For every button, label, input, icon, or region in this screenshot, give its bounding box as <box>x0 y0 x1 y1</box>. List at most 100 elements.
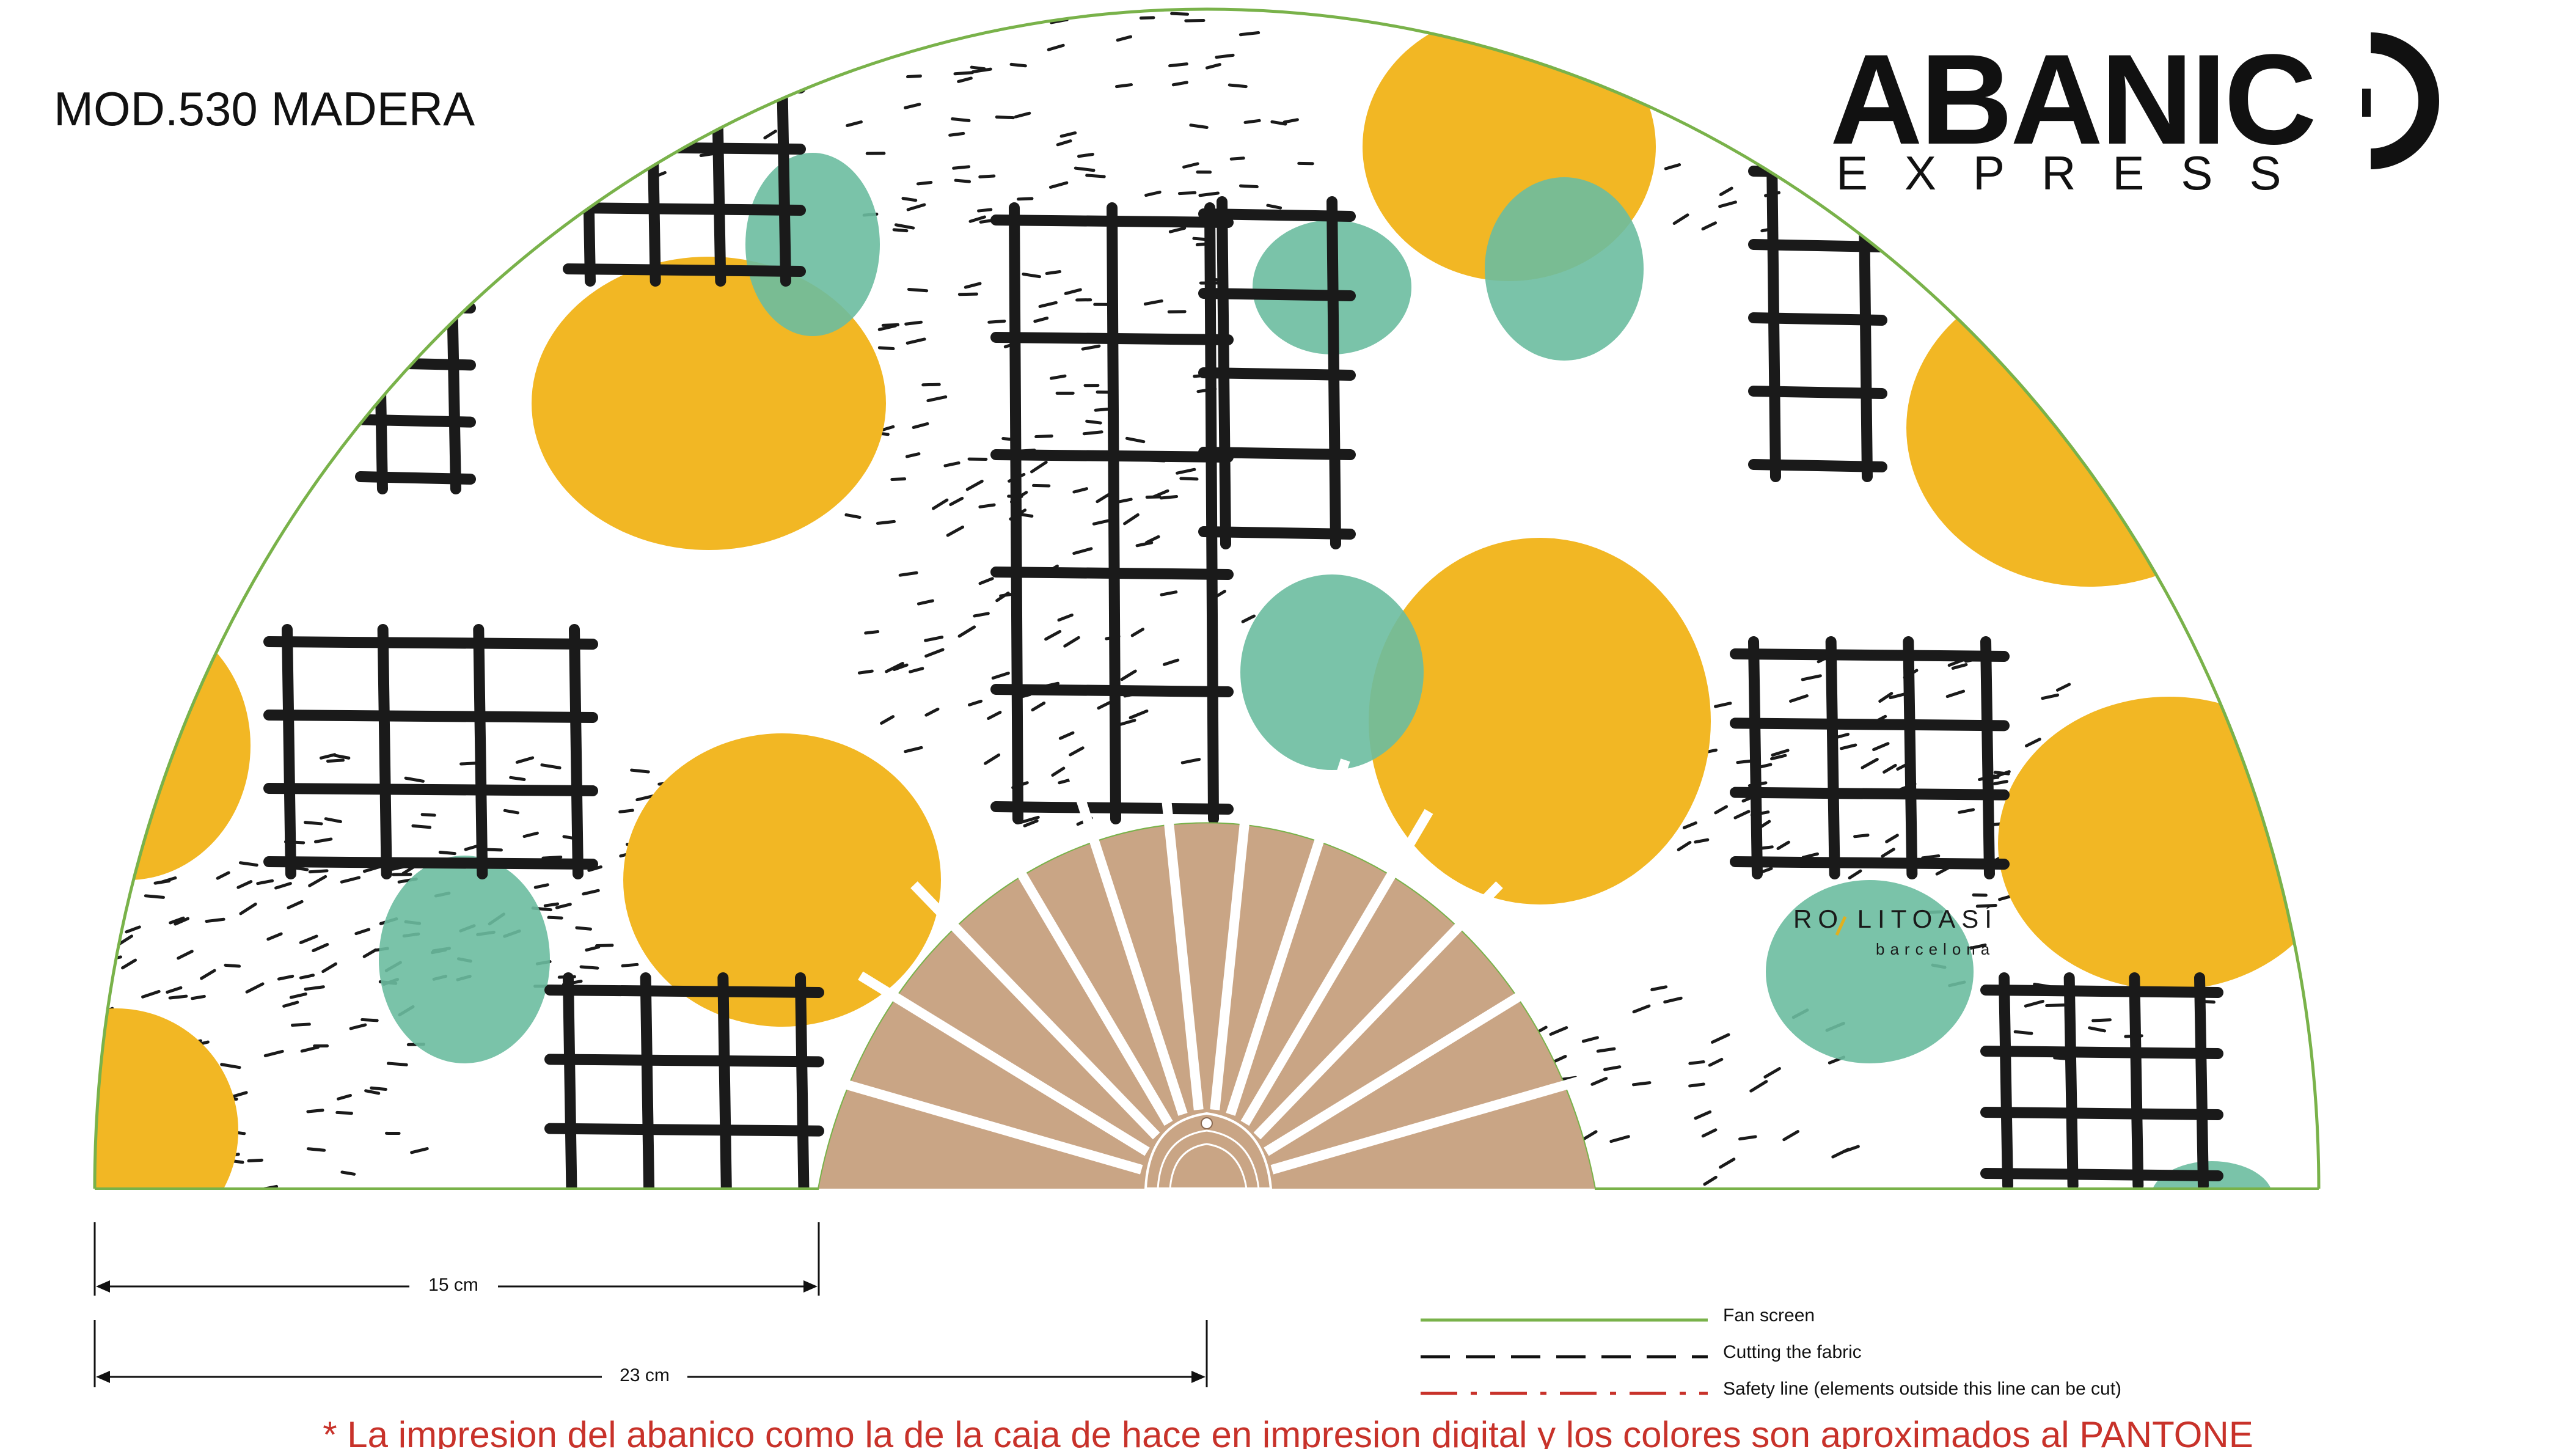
hatch-stroke <box>2024 999 2044 1008</box>
hatch-stroke <box>1719 1157 1736 1169</box>
hatch-stroke <box>1883 763 1897 774</box>
hatch-stroke <box>1685 118 1705 124</box>
grid-stroke <box>1825 636 1840 879</box>
hatch-stroke <box>1038 301 1058 308</box>
hatch-stroke <box>1032 483 1051 488</box>
grid-stroke <box>1730 787 2010 801</box>
hatch-stroke <box>1081 344 1101 351</box>
hatch-stroke <box>349 1023 367 1030</box>
hatch-stroke <box>543 148 562 156</box>
hatch-stroke <box>916 180 933 186</box>
brand-subtitle: EXPRESS <box>1836 146 2318 200</box>
hatch-stroke <box>893 663 909 672</box>
hatch-stroke <box>763 130 777 140</box>
grid-stroke <box>2129 972 2144 1189</box>
hatch-stroke <box>1552 1055 1567 1063</box>
hatch-stroke <box>1782 1129 1799 1142</box>
hatch-stroke <box>1818 177 1839 188</box>
legend-fan-screen: Fan screen <box>1723 1305 1815 1326</box>
hatch-stroke <box>1706 123 1724 136</box>
hatch-stroke <box>857 669 874 675</box>
hatch-stroke <box>258 1210 273 1212</box>
hatch-stroke <box>337 1093 352 1101</box>
rivet-head <box>1144 1112 1273 1190</box>
hatch-stroke <box>1144 190 1162 197</box>
hatch-stroke <box>1168 226 1187 233</box>
grid-stroke <box>717 972 733 1189</box>
hatch-stroke <box>411 824 432 829</box>
hatch-stroke <box>1694 838 1710 844</box>
yellow-blob <box>623 733 941 1027</box>
grid-stroke <box>1980 985 2223 998</box>
hatch-stroke <box>141 989 161 999</box>
abanico-express-logo: ABANIC EXPRESS <box>1830 28 2439 200</box>
grid-stroke <box>990 801 1234 815</box>
hatch-stroke <box>1714 702 1732 708</box>
hatch-stroke <box>1789 694 1809 703</box>
hatch-stroke <box>1701 221 1718 231</box>
hatch-stroke <box>515 756 535 764</box>
hatch-stroke <box>486 848 503 852</box>
hatch-stroke <box>191 994 206 1000</box>
hatch-stroke <box>924 636 944 642</box>
hatch-stroke <box>1763 1066 1781 1079</box>
hatch-stroke <box>313 837 333 843</box>
hatch-stroke <box>1239 31 1261 37</box>
hatch-stroke <box>1019 815 1040 824</box>
hatch-stroke <box>239 902 257 915</box>
hatch-stroke <box>579 965 599 970</box>
hatch-stroke <box>320 1222 337 1225</box>
hatch-stroke <box>968 215 986 223</box>
hatch-stroke <box>1058 731 1075 740</box>
hatch-stroke <box>694 109 714 117</box>
hatch-stroke <box>224 963 241 968</box>
grid-stroke <box>563 80 806 94</box>
hatch-stroke <box>335 1110 353 1115</box>
grid-stroke <box>544 1123 824 1137</box>
hatch-stroke <box>1048 181 1069 189</box>
hatch-stroke <box>909 667 924 673</box>
hatch-stroke <box>932 498 949 510</box>
brand-o-arc <box>2370 32 2439 169</box>
grid-stroke <box>569 624 584 879</box>
hatch-stroke <box>308 869 329 874</box>
hatch-stroke <box>1033 317 1049 323</box>
hatch-stroke <box>906 337 926 345</box>
hatch-stroke <box>1632 1081 1652 1087</box>
hatch-stroke <box>630 768 650 774</box>
hatch-stroke <box>621 963 639 967</box>
hatch-stroke <box>304 985 325 991</box>
hatch-stroke <box>1049 374 1067 380</box>
hatch-stroke <box>174 917 190 926</box>
grid-stroke <box>1980 1107 2223 1120</box>
hatch-stroke <box>1241 614 1256 623</box>
hatch-stroke <box>555 903 572 909</box>
rib-gap <box>980 809 1173 1126</box>
hatch-stroke <box>1176 468 1196 475</box>
hatch-stroke <box>1738 1135 1757 1141</box>
hatch-stroke <box>266 932 283 941</box>
hatch-stroke <box>1921 854 1941 860</box>
hatch-stroke <box>509 776 526 782</box>
hatch-stroke <box>1085 419 1102 425</box>
hatch-stroke <box>1581 1036 1599 1043</box>
hatch-stroke <box>282 1000 299 1008</box>
hatch-stroke <box>1872 742 1890 752</box>
hatch-stroke <box>245 982 265 994</box>
hatch-stroke <box>1228 83 1248 89</box>
hatch-stroke <box>169 916 185 925</box>
hatch-stroke <box>263 1049 284 1057</box>
hatch-stroke <box>582 889 600 896</box>
hatch-stroke <box>1714 805 1729 815</box>
hatch-stroke <box>340 1170 356 1176</box>
hatch-stroke <box>68 1118 86 1121</box>
hatch-stroke <box>1171 81 1188 87</box>
grid-stroke <box>263 783 598 796</box>
hatch-stroke <box>924 648 945 658</box>
hatch-stroke <box>894 223 915 230</box>
hatch-stroke <box>547 915 563 920</box>
hatch-stroke <box>1023 819 1039 827</box>
grid-stroke <box>544 1054 824 1068</box>
hatch-stroke <box>431 62 448 70</box>
